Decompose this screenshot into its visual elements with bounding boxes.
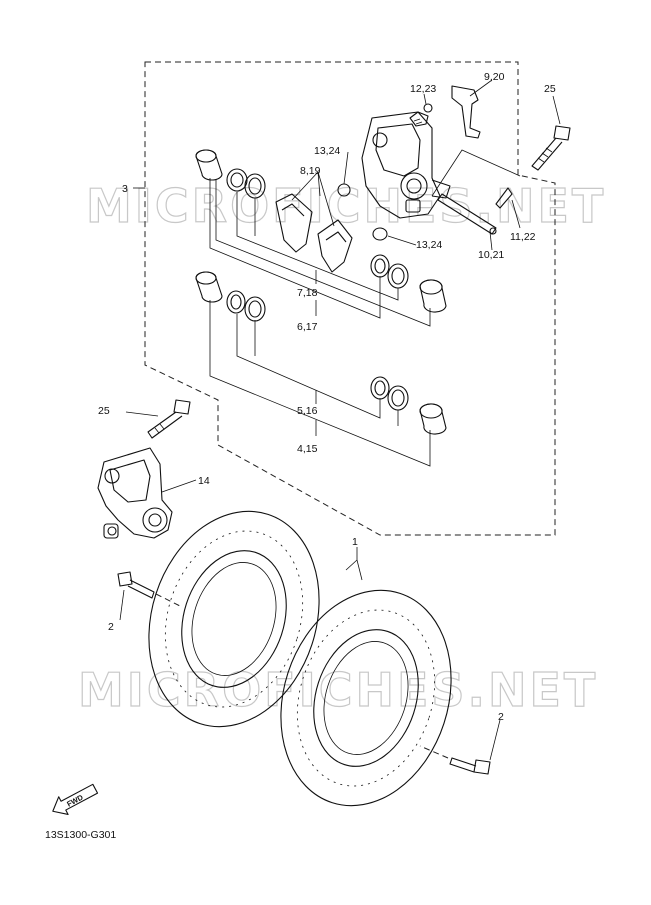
callout-14: 14	[198, 475, 210, 487]
caliper-lower	[97, 447, 173, 539]
callout-13-24-upper: 13,24	[314, 145, 340, 157]
watermark-top: MICROFICHES.NET	[86, 179, 606, 233]
callout-25-lower: 25	[98, 405, 110, 417]
piston-set-low-right	[370, 376, 447, 435]
fwd-arrow: FWD	[52, 783, 99, 816]
callout-1: 1	[352, 536, 358, 548]
callout-8-19: 8,19	[300, 165, 321, 177]
pad-spring-bracket	[451, 85, 481, 139]
callout-9-20: 9,20	[484, 71, 505, 83]
caliper-bolt-upper	[531, 125, 571, 171]
leader-lines	[119, 79, 561, 761]
callout-3: 3	[122, 183, 128, 195]
callout-12-23: 12,23	[410, 83, 436, 95]
group-lines	[209, 178, 431, 467]
callout-25-upper: 25	[544, 83, 556, 95]
bleed-screw	[409, 103, 433, 127]
brake-pads	[275, 193, 353, 273]
caliper-upper	[361, 111, 451, 219]
callout-6-17: 6,17	[297, 321, 318, 333]
brake-disc-right	[280, 589, 452, 807]
assembly-outline	[144, 61, 556, 536]
callout-13-24-lower: 13,24	[416, 239, 442, 251]
callout-2-right: 2	[498, 711, 504, 723]
callout-4-15: 4,15	[297, 443, 318, 455]
brake-disc-left	[148, 510, 320, 728]
collar-lower	[372, 227, 388, 241]
pad-pin	[437, 187, 513, 235]
callout-2-left: 2	[108, 621, 114, 633]
watermark-bottom: MICROFICHES.NET	[78, 663, 598, 717]
callout-5-16: 5,16	[297, 405, 318, 417]
bolt-link-right	[419, 745, 449, 759]
callout-11-22: 11,22	[510, 231, 536, 243]
fwd-label: FWD	[65, 792, 85, 808]
caliper-bolt-lower	[147, 399, 191, 439]
bolt-link-left	[155, 593, 181, 607]
disc-bolt-left	[117, 571, 155, 599]
diagram-code: 13S1300-G301	[45, 829, 116, 841]
callout-7-18: 7,18	[297, 287, 318, 299]
piston-set-top-right	[370, 254, 447, 313]
callout-10-21: 10,21	[478, 249, 504, 261]
piston-set-mid-left	[195, 271, 266, 322]
disc-bolt-right	[449, 757, 491, 775]
